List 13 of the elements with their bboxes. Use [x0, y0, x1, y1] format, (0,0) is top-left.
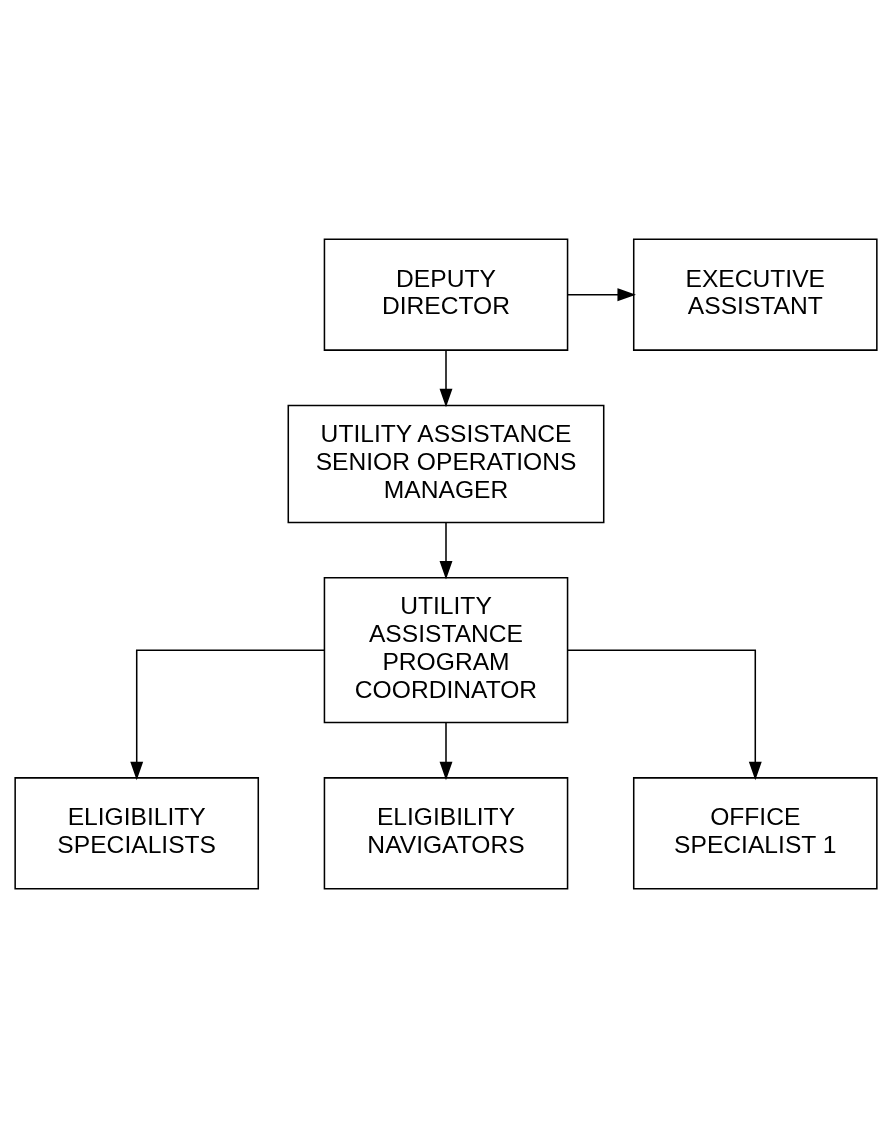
node-box: OFFICE SPECIALIST 1: [632, 776, 878, 889]
node-box: UTILITY ASSISTANCE PROGRAM COORDINATOR: [323, 576, 568, 723]
arrow: [566, 287, 636, 301]
node-box: EXECUTIVE ASSISTANT: [632, 238, 878, 351]
arrow: [439, 721, 452, 780]
arrow: [439, 521, 452, 580]
node-box: ELIGIBILITY NAVIGATORS: [323, 776, 568, 889]
node-box: ELIGIBILITY SPECIALISTS: [13, 776, 259, 889]
arrow: [439, 348, 452, 407]
node-box: DEPUTY DIRECTOR: [323, 238, 568, 351]
arrow: [129, 648, 325, 780]
arrow: [566, 648, 762, 780]
node-box: UTILITY ASSISTANCE SENIOR OPERATIONS MANAGER: [287, 404, 604, 523]
